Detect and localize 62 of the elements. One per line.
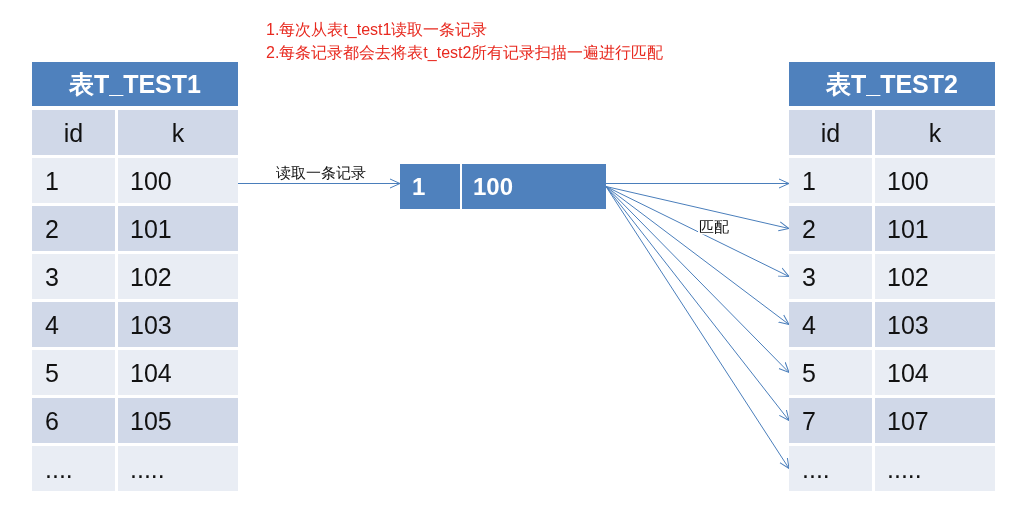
table-row (32, 398, 238, 443)
k-value: 107 (887, 405, 929, 436)
arrow (237, 178, 401, 189)
id-value: 2 (802, 213, 816, 244)
arrow (605, 186, 790, 277)
k-value: 101 (130, 213, 172, 244)
id-value: 3 (802, 261, 816, 292)
record-box (400, 164, 606, 209)
id-value: 7 (802, 405, 816, 436)
id-value: 6 (45, 405, 59, 436)
k-value: 100 (130, 165, 172, 196)
table-title: 表T_TEST1 (32, 62, 238, 106)
id-value: 1 (802, 165, 816, 196)
id-value: 5 (45, 357, 59, 388)
table-row (789, 302, 995, 347)
table-title: 表T_TEST2 (789, 62, 995, 106)
k-value: 101 (887, 213, 929, 244)
column-header: k (928, 117, 942, 148)
k-value: 103 (130, 309, 172, 340)
id-value: 5 (802, 357, 816, 388)
id-value: .... (802, 453, 830, 484)
k-value: 100 (887, 165, 929, 196)
k-value: 104 (130, 357, 172, 388)
header-row (32, 110, 238, 155)
table-row (789, 254, 995, 299)
column-header: k (171, 117, 185, 148)
table-row (789, 350, 995, 395)
id-value: 3 (45, 261, 59, 292)
database-table (789, 62, 995, 491)
k-value: 105 (130, 405, 172, 436)
record-value: 100 (473, 171, 514, 202)
table-row (32, 158, 238, 203)
column-header: id (63, 117, 84, 148)
database-table (32, 62, 238, 491)
arrow (605, 186, 790, 373)
table-row (32, 302, 238, 347)
arrow (605, 186, 790, 469)
header-row (789, 110, 995, 155)
table-row (789, 398, 995, 443)
table-row (789, 158, 995, 203)
id-value: 4 (802, 309, 816, 340)
id-value: 4 (45, 309, 59, 340)
edge-label: 读取一条记录 (275, 163, 367, 180)
record-id: 1 (412, 171, 426, 202)
id-value: 1 (45, 165, 59, 196)
arrow (605, 186, 790, 232)
note-text: 2.每条记录都会去将表t_test2所有记录扫描一遍进行匹配 (266, 43, 664, 63)
arrow (605, 178, 790, 189)
k-value: 104 (887, 357, 929, 388)
k-value: ..... (130, 453, 165, 484)
note-text: 1.每次从表t_test1读取一条记录 (266, 20, 488, 40)
k-value: 102 (130, 261, 172, 292)
k-value: 102 (887, 261, 929, 292)
column-header: id (820, 117, 841, 148)
k-value: 103 (887, 309, 929, 340)
edge-label: 匹配 (697, 217, 730, 234)
table-row (789, 206, 995, 251)
k-value: ..... (887, 453, 922, 484)
table-row (32, 206, 238, 251)
id-value: .... (45, 453, 73, 484)
id-value: 2 (45, 213, 59, 244)
table-row (789, 446, 995, 491)
